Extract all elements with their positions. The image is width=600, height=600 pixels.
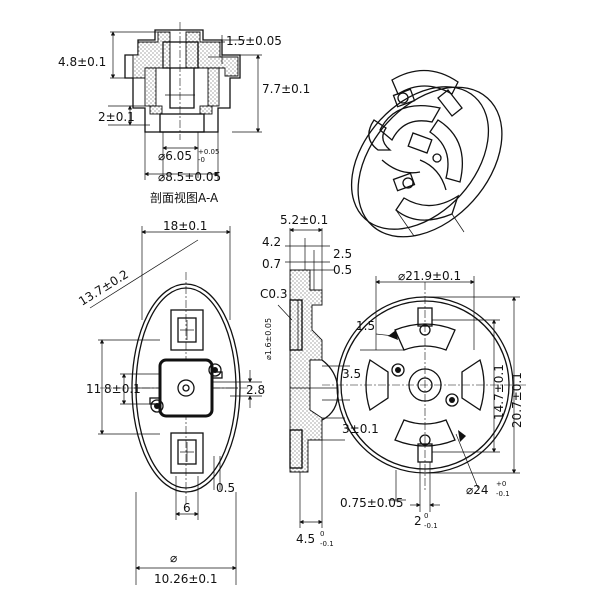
dim-height-total: 7.7±0.1 xyxy=(262,82,310,96)
dim-width-top: 18±0.1 xyxy=(163,219,207,233)
side-view: 5.2±0.1 4.2 2.5 0.7 0.5 C0.3 ⌀1.6±0.05 3… xyxy=(260,213,379,548)
dim-h147: 14.7±0.1 xyxy=(492,364,506,420)
dim-chamfer: C0.3 xyxy=(260,287,287,301)
dim-base: 4.5 xyxy=(296,532,315,546)
dim-d35: 3.5 xyxy=(342,367,361,381)
dim-d075: 0.75±0.05 xyxy=(340,496,404,510)
dim-width-52: 5.2±0.1 xyxy=(280,213,328,227)
dim-dia24-tol-upper: +0 xyxy=(496,480,506,488)
dim-base-tol-upper: 0 xyxy=(320,530,324,538)
dim-d07: 0.7 xyxy=(262,257,281,271)
front-view: 18±0.1 13.7±0.2 11 8±0.1 2.8 0.5 6 ⌀ 10.… xyxy=(76,219,265,586)
isometric-view xyxy=(350,69,503,238)
dim-bore-inner-tol-upper: +0.05 xyxy=(198,148,219,156)
dim-flange: 1.5±0.05 xyxy=(226,34,282,48)
dim-radius: 13.7±0.2 xyxy=(76,267,131,308)
dim-bore-inner: ⌀6.05 xyxy=(158,149,192,163)
dim-dia-symbol: ⌀ xyxy=(170,551,177,565)
bottom-view: ⌀21.9±0.1 1.5 14.7±0.1 20.7±0.1 0.75±0.0… xyxy=(322,269,528,530)
section-view-a-a: 4.8±0.1 1.5±0.05 7.7±0.1 2±0.1 ⌀6.05 +0.… xyxy=(58,22,310,205)
dim-d25: 2.5 xyxy=(333,247,352,261)
section-caption: 剖面视图A-A xyxy=(150,190,219,205)
dim-pin2-tol-lower: -0.1 xyxy=(424,522,438,530)
dim-h207: 20.7±0.1 xyxy=(510,372,524,428)
dim-d42: 4.2 xyxy=(262,235,281,249)
dim-d05: 0.5 xyxy=(333,263,352,277)
dim-vertical-small: ⌀1.6±0.05 xyxy=(264,318,273,360)
dim-height-top: 4.8±0.1 xyxy=(58,55,106,69)
dim-slot-6: 6 xyxy=(183,501,191,515)
dim-gap-28: 2.8 xyxy=(246,383,265,397)
dim-dia24: ⌀24 xyxy=(466,483,489,497)
dim-d3: 3±0.1 xyxy=(342,422,379,436)
dim-gap-05: 0.5 xyxy=(216,481,235,495)
dim-dia-bottom: 10.26±0.1 xyxy=(154,572,218,586)
dim-dia24-tol-lower: -0.1 xyxy=(496,490,510,498)
dim-dia-219: ⌀21.9±0.1 xyxy=(398,269,461,283)
dim-base-tol-lower: -0.1 xyxy=(320,540,334,548)
dim-d15: 1.5 xyxy=(356,319,375,333)
dim-inner-8: 8±0.1 xyxy=(104,382,141,396)
dim-step: 2±0.1 xyxy=(98,110,135,124)
dim-bore-inner-tol-lower: -0 xyxy=(198,156,205,164)
dim-bore-outer: ⌀8.5±0.05 xyxy=(158,170,221,184)
dim-pin2: 2 xyxy=(414,514,422,528)
dim-pin2-tol-upper: 0 xyxy=(424,512,428,520)
dim-height-11: 11 xyxy=(86,382,101,396)
